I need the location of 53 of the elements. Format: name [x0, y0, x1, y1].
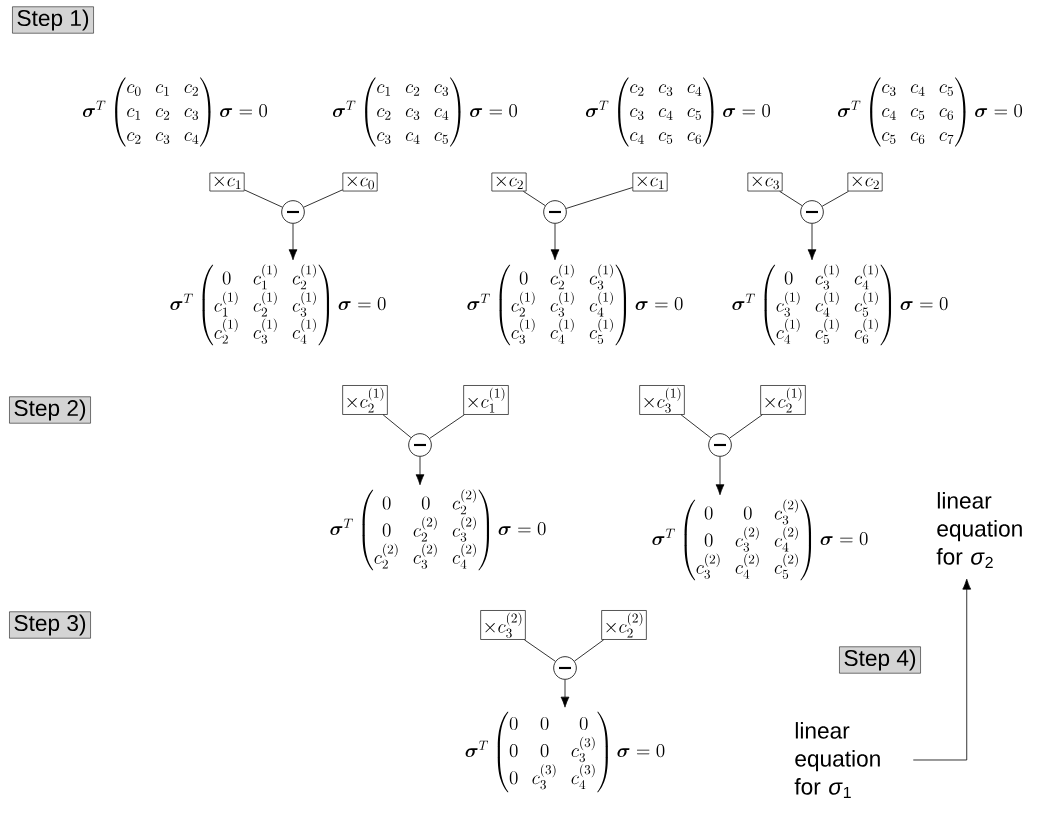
multiplier-box: $\times c_3^{(2)}$ — [480, 610, 526, 640]
equation: $\boldsymbol{\sigma}^{T}\begin{pmatrix} 0 & 0 & 0 \\ 0 & 0 & c_3^{(3)} \\ 0 & c_3^{(3)} & c_4^{(3)} \end{pmatrix}\boldsymbol{\sigma}=0$ — [465, 711, 665, 793]
connector-line — [680, 414, 712, 439]
multiplier-box: $\times c_0$ — [342, 172, 378, 192]
multiplier-box: $\times c_2^{(2)}$ — [601, 610, 647, 640]
arrow — [912, 578, 972, 761]
connector-line — [303, 189, 343, 208]
connector-line — [382, 414, 412, 438]
equation: $\boldsymbol{\sigma}^{T}\begin{pmatrix} c_1 & c_2 & c_3 \\ c_2 & c_3 & c_4 \\ c_3 & c_4 & c_5 \end{pmatrix}\boldsymbol{\sigma}=0$ — [332, 77, 517, 147]
connector-line — [574, 639, 605, 662]
connector-line — [565, 187, 633, 209]
arrow — [560, 679, 570, 708]
multiplier-box: $\times c_1$ — [209, 172, 245, 192]
equation: $\boldsymbol{\sigma}^{T}\begin{pmatrix} c_3 & c_4 & c_5 \\ c_4 & c_5 & c_6 \\ c_5 & c_6 & c_7 \end{pmatrix}\boldsymbol{\sigma}=0$ — [837, 77, 1022, 147]
equation: $\boldsymbol{\sigma}^{T}\begin{pmatrix} 0 & c_2^{(1)} & c_3^{(1)} \\ c_2^{(1)} & c_3^{(1)} & c_4^{(1)} \\ c_3^{(1)} & c_4^{(1)} & c_5^{(1)} \end{pmatrix}\boldsymbol{\sigma}=0$ — [467, 264, 683, 346]
arrow — [415, 456, 425, 486]
connector-line — [429, 414, 465, 439]
multiplier-box: $\times c_1^{(1)}$ — [463, 385, 509, 415]
multiplier-box: $\times c_3^{(1)}$ — [639, 385, 685, 415]
minus-circle — [553, 656, 577, 680]
minus-circle — [800, 200, 824, 224]
multiplier-box: $\times c_3$ — [747, 172, 783, 192]
arrow — [715, 456, 725, 496]
minus-circle — [708, 433, 732, 457]
equation: $\boldsymbol{\sigma}^{T}\begin{pmatrix} 0 & c_1^{(1)} & c_2^{(1)} \\ c_1^{(1)} & c_2^{(1)} & c_3^{(1)} \\ c_2^{(1)} & c_3^{(1)} & c_4^{(1)} \end{pmatrix}\boldsymbol{\sigma}=0$ — [170, 264, 386, 346]
minus-circle — [543, 200, 567, 224]
equation: $\boldsymbol{\sigma}^{T}\begin{pmatrix} 0 & c_3^{(1)} & c_4^{(1)} \\ c_3^{(1)} & c_4^{(1)} & c_5^{(1)} \\ c_4^{(1)} & c_5^{(1)} & c_6^{(1)} \end{pmatrix}\boldsymbol{\sigma}=0$ — [732, 264, 948, 346]
connector-line — [729, 414, 763, 439]
note-text: linear equation for σ$_{1}$ — [794, 722, 880, 798]
connector-line — [779, 190, 803, 207]
multiplier-box: $\times c_2^{(1)}$ — [760, 385, 806, 415]
multiplier-box: $\times c_2$ — [847, 172, 883, 192]
step-label: Step 1) — [12, 6, 94, 34]
step-label: Step 3) — [9, 611, 91, 639]
equation: $\boldsymbol{\sigma}^{T}\begin{pmatrix} c_2 & c_3 & c_4 \\ c_3 & c_4 & c_5 \\ c_4 & c_5 & c_6 \end{pmatrix}\boldsymbol{\sigma}=0$ — [585, 77, 770, 147]
equation: $\boldsymbol{\sigma}^{T}\begin{pmatrix} 0 & 0 & c_2^{(2)} \\ 0 & c_2^{(2)} & c_3^{(2)} \\ c_2^{(2)} & c_3^{(2)} & c_4^{(2)} \end{pmatrix}\boldsymbol{\sigma}=0$ — [330, 489, 546, 571]
minus-circle — [281, 200, 305, 224]
arrow — [807, 223, 817, 261]
arrow — [288, 223, 298, 261]
connector-line — [244, 189, 283, 208]
equation: $\boldsymbol{\sigma}^{T}\begin{pmatrix} 0 & 0 & c_3^{(2)} \\ 0 & c_3^{(2)} & c_4^{(2)} \\ c_3^{(2)} & c_4^{(2)} & c_5^{(2)} \end{pmatrix}\boldsymbol{\sigma}=0$ — [652, 499, 868, 581]
multiplier-box: $\times c_2$ — [491, 172, 527, 192]
step-label: Step 4) — [839, 646, 921, 674]
arrow — [550, 223, 560, 261]
equation: $\boldsymbol{\sigma}^{T}\begin{pmatrix} c_0 & c_1 & c_2 \\ c_1 & c_2 & c_3 \\ c_2 & c_3 & c_4 \end{pmatrix}\boldsymbol{\sigma}=0$ — [82, 77, 267, 147]
minus-circle — [408, 433, 432, 457]
note-text: linear equation for σ$_{2}$ — [936, 492, 1022, 568]
connector-line — [523, 190, 546, 206]
step-label: Step 2) — [9, 396, 91, 424]
multiplier-box: $\times c_1$ — [632, 172, 668, 192]
multiplier-box: $\times c_2^{(1)}$ — [342, 385, 388, 415]
connector-line — [821, 190, 849, 207]
connector-line — [524, 639, 556, 662]
